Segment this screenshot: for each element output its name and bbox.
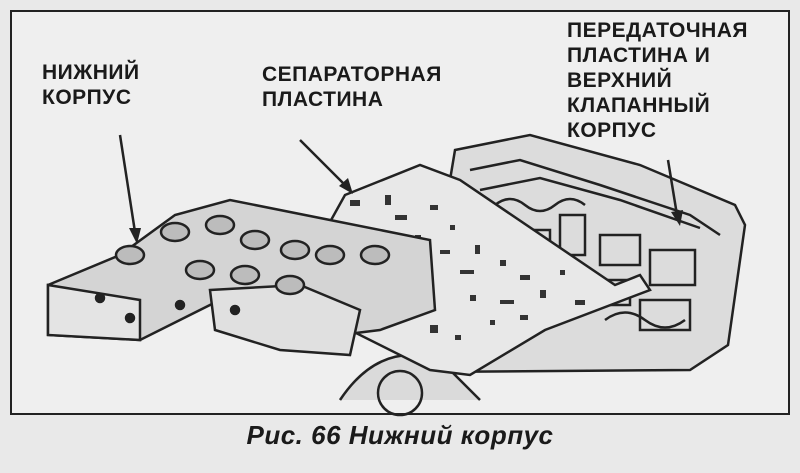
lower-valve-body	[46, 198, 437, 357]
figure-caption: Рис. 66 Нижний корпус	[246, 420, 554, 450]
label-lower-body: НИЖНИЙ КОРПУС	[42, 61, 140, 109]
label-separator-plate: СЕПАРАТОРНАЯ ПЛАСТИНА	[262, 63, 442, 111]
label-transfer-plate-upper-body: ПЕРЕДАТОЧНАЯ ПЛАСТИНА И ВЕРХНИЙ КЛАПАННЫ…	[567, 19, 749, 142]
leader-arrows	[118, 134, 683, 244]
